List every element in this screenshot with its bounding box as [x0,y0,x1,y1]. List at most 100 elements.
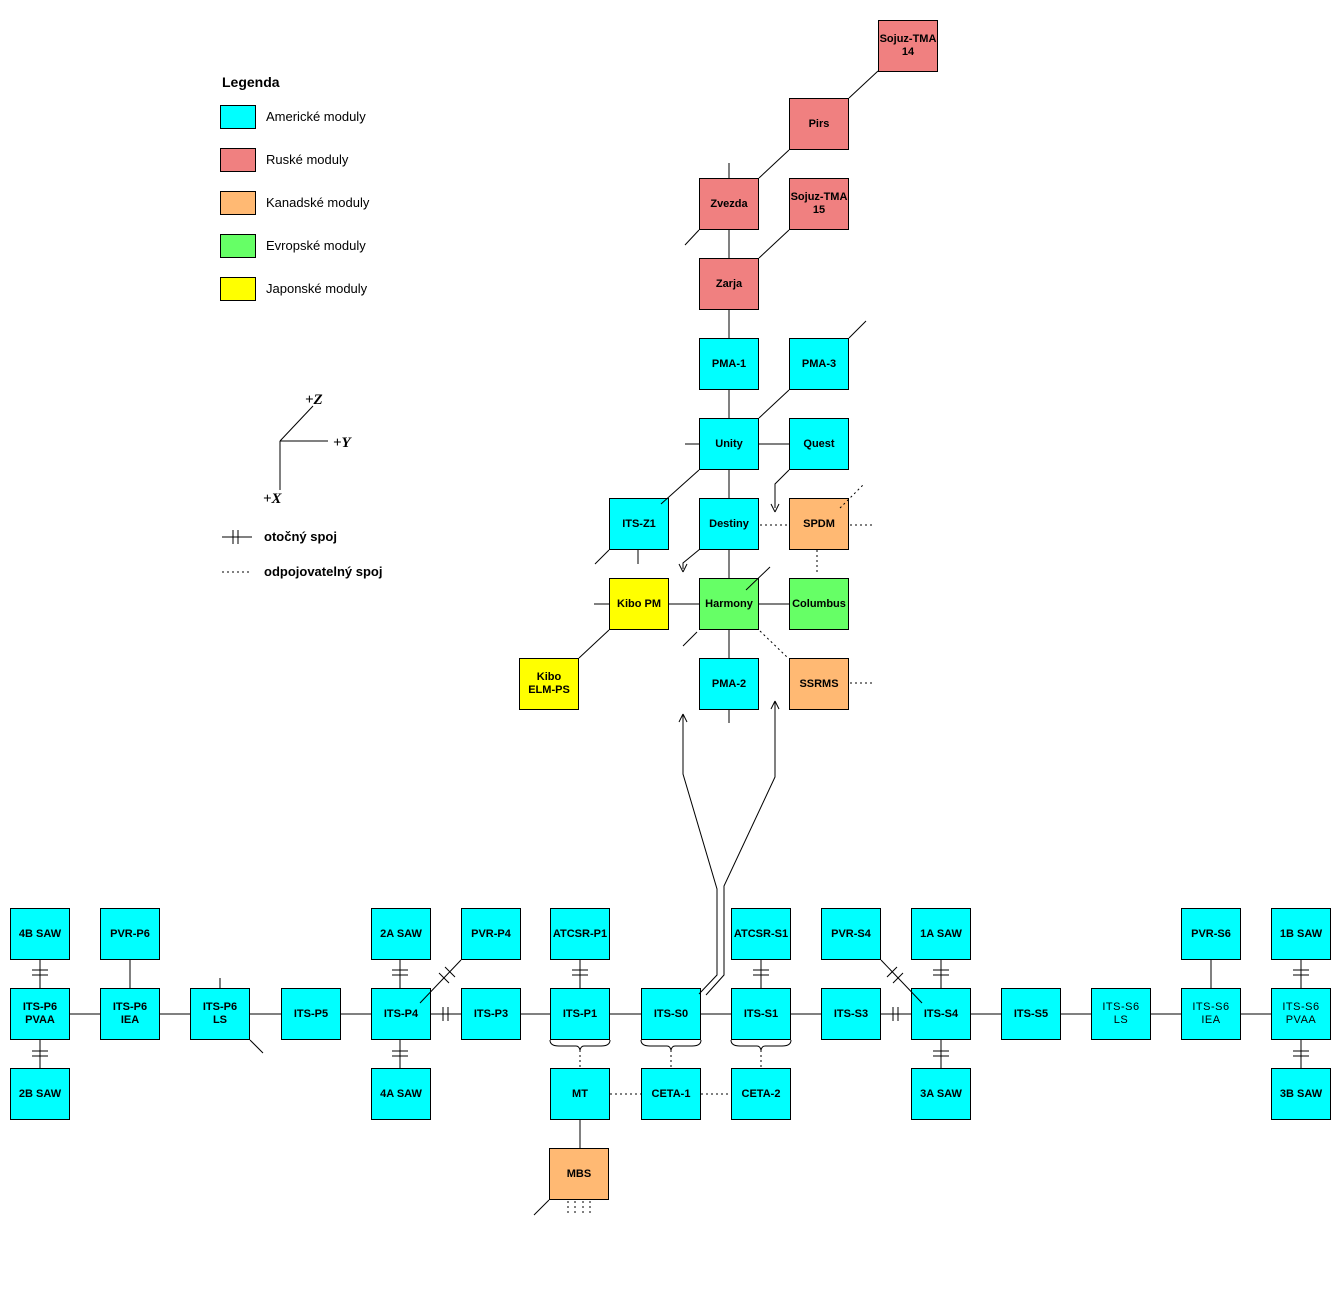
module-pvr-p6-label: PVR-P6 [110,927,150,940]
module-destiny-label: Destiny [709,517,749,530]
module-its-p4-label: ITS-P4 [383,1007,419,1020]
module-quest-label: Quest [803,437,835,450]
module-zvezda-label: Zvezda [710,197,748,210]
module-destiny: Destiny [699,498,759,550]
module-its-s1-label: ITS-S1 [743,1007,779,1020]
legend-swatch-russian [220,148,256,172]
module-its-s6-ls-label: ITS-S6 LS [1102,1001,1140,1026]
module-ceta-2-label: CETA-2 [741,1087,781,1100]
module-4b-saw-label: 4B SAW [18,927,62,940]
module-kibo-pm-label: Kibo PM [617,597,661,610]
axis-z-label: +Z [305,392,323,408]
module-pvr-p4: PVR-P4 [461,908,521,960]
module-sojuz-tma-15-label: Sojuz-TMA 15 [790,191,848,216]
module-pma-3-label: PMA-3 [801,357,837,370]
module-its-p4: ITS-P4 [371,988,431,1040]
module-atcsr-s1-label: ATCSR-S1 [733,927,789,940]
module-its-s4-label: ITS-S4 [923,1007,959,1020]
axis-x-label: +X [263,491,283,507]
legend-swatch-american [220,105,256,129]
module-mbs: MBS [549,1148,609,1200]
module-its-p5: ITS-P5 [281,988,341,1040]
module-kibo-elm-ps-label: Kibo ELM-PS [528,671,570,696]
module-its-p6-pvaa: ITS-P6 PVAA [10,988,70,1040]
module-pvr-p4-label: PVR-P4 [471,927,511,940]
module-pirs-label: Pirs [808,117,830,130]
module-pma-3: PMA-3 [789,338,849,390]
module-harmony-label: Harmony [705,597,753,610]
module-sojuz-tma-14: Sojuz-TMA 14 [878,20,938,72]
module-atcsr-p1: ATCSR-P1 [550,908,610,960]
module-zarja: Zarja [699,258,759,310]
module-atcsr-p1-label: ATCSR-P1 [552,927,608,940]
module-1b-saw: 1B SAW [1271,908,1331,960]
module-pvr-s4-label: PVR-S4 [831,927,871,940]
module-quest: Quest [789,418,849,470]
module-ssrms: SSRMS [789,658,849,710]
module-pma-2-label: PMA-2 [711,677,747,690]
module-spdm: SPDM [789,498,849,550]
legend-label-canadian: Kanadské moduly [266,195,370,210]
module-pma-2: PMA-2 [699,658,759,710]
module-sojuz-tma-14-label: Sojuz-TMA 14 [879,33,937,58]
module-2b-saw: 2B SAW [10,1068,70,1120]
module-mbs-label: MBS [566,1167,592,1180]
module-2a-saw: 2A SAW [371,908,431,960]
module-its-s6-pvaa: ITS-S6 PVAA [1271,988,1331,1040]
module-ceta-2: CETA-2 [731,1068,791,1120]
module-its-s4: ITS-S4 [911,988,971,1040]
module-ssrms-label: SSRMS [799,677,839,690]
module-unity-label: Unity [715,437,743,450]
module-1b-saw-label: 1B SAW [1279,927,1323,940]
module-its-s6-ls: ITS-S6 LS [1091,988,1151,1040]
module-sojuz-tma-15: Sojuz-TMA 15 [789,178,849,230]
module-2a-saw-label: 2A SAW [380,927,422,940]
module-pvr-s4: PVR-S4 [821,908,881,960]
module-3b-saw-label: 3B SAW [1279,1087,1323,1100]
module-its-s0: ITS-S0 [641,988,701,1040]
module-its-p6-pvaa-label: ITS-P6 PVAA [22,1001,58,1026]
module-columbus-label: Columbus [792,597,846,610]
module-its-p5-label: ITS-P5 [293,1007,329,1020]
module-its-s3-label: ITS-S3 [833,1007,869,1020]
axis-y-label: +Y [333,435,353,451]
module-its-p3: ITS-P3 [461,988,521,1040]
rotary-joint-sample [222,530,252,544]
module-pvr-p6: PVR-P6 [100,908,160,960]
rail-braces [549,1039,792,1051]
module-its-p6-ls-label: ITS-P6 LS [202,1001,238,1026]
module-2b-saw-label: 2B SAW [18,1087,62,1100]
module-its-s3: ITS-S3 [821,988,881,1040]
module-its-s6-iea: ITS-S6 IEA [1181,988,1241,1040]
truss-up-arrow-left [678,713,718,995]
module-4b-saw: 4B SAW [10,908,70,960]
module-1a-saw: 1A SAW [911,908,971,960]
module-zvezda: Zvezda [699,178,759,230]
module-its-s1: ITS-S1 [731,988,791,1040]
legend-swatch-japanese [220,277,256,301]
module-3a-saw-label: 3A SAW [920,1087,962,1100]
legend-label-russian: Ruské moduly [266,152,349,167]
module-its-p1-label: ITS-P1 [562,1007,598,1020]
module-kibo-pm: Kibo PM [609,578,669,630]
legend-swatch-canadian [220,191,256,215]
legend-title: Legenda [222,74,280,90]
module-its-s5: ITS-S5 [1001,988,1061,1040]
module-its-z1-label: ITS-Z1 [622,517,656,530]
module-pma-1-label: PMA-1 [711,357,747,370]
module-spdm-label: SPDM [803,517,835,530]
legend-label-japanese: Japonské moduly [266,281,368,296]
module-pirs: Pirs [789,98,849,150]
module-its-p3-label: ITS-P3 [473,1007,509,1020]
detachable-joint-label: odpojovatelný spoj [264,564,383,579]
module-its-p1: ITS-P1 [550,988,610,1040]
module-its-p6-iea: ITS-P6 IEA [100,988,160,1040]
module-its-s6-iea-label: ITS-S6 IEA [1192,1001,1230,1026]
legend-swatch-european [220,234,256,258]
axis-triad: +Z +Y +X [263,392,353,507]
module-3b-saw: 3B SAW [1271,1068,1331,1120]
module-pvr-s6-label: PVR-S6 [1191,927,1231,940]
module-ceta-1: CETA-1 [641,1068,701,1120]
module-its-s6-pvaa-label: ITS-S6 PVAA [1282,1001,1320,1026]
module-mt-label: MT [572,1087,588,1100]
